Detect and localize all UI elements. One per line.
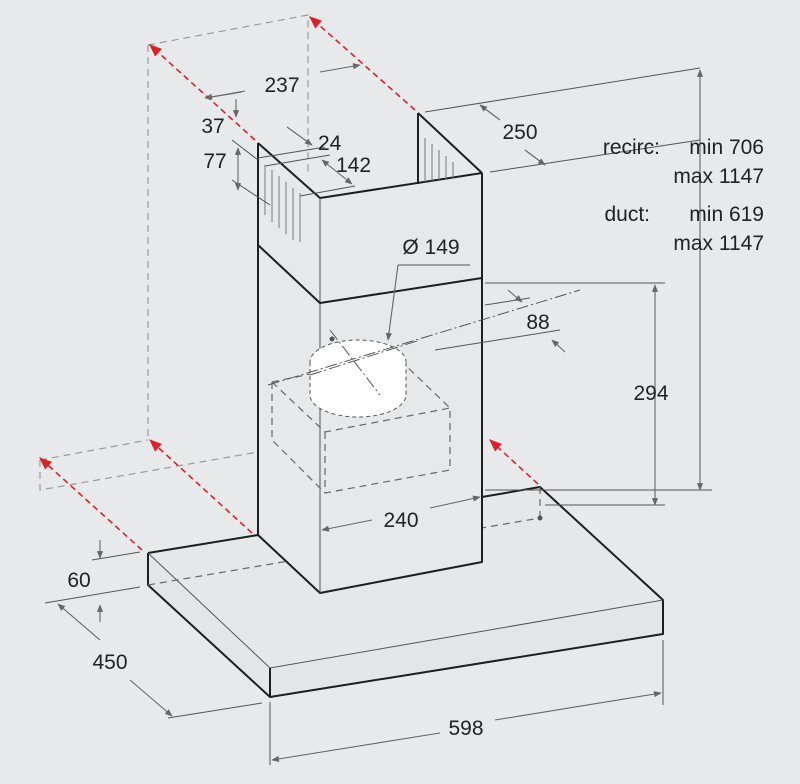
duct-max: max 1147 xyxy=(673,232,764,255)
label-77: 77 xyxy=(203,150,226,173)
label-598: 598 xyxy=(448,717,483,740)
dimension-lines xyxy=(44,63,712,765)
label-outlet-diameter: Ø 149 xyxy=(402,236,459,259)
recirc-label: recirc: xyxy=(603,136,660,159)
duct-label: duct: xyxy=(604,203,650,226)
label-37: 37 xyxy=(201,115,224,138)
installation-arrows xyxy=(39,16,539,551)
label-24: 24 xyxy=(318,132,342,155)
label-450: 450 xyxy=(92,651,127,674)
vent-grille-left xyxy=(264,165,301,242)
label-60: 60 xyxy=(67,569,90,592)
label-142: 142 xyxy=(336,154,371,177)
motor-unit-hidden xyxy=(267,289,581,494)
label-88: 88 xyxy=(526,311,549,334)
dimension-labels: 237 37 24 77 142 250 Ø 149 88 294 240 60… xyxy=(67,74,764,740)
label-294: 294 xyxy=(633,382,668,405)
label-250: 250 xyxy=(502,121,537,144)
recirc-min: min 706 xyxy=(689,136,764,159)
duct-min: min 619 xyxy=(689,203,764,226)
recirc-max: max 1147 xyxy=(673,165,764,188)
vent-grille-right xyxy=(424,138,454,182)
label-240: 240 xyxy=(383,509,418,532)
wall-outline xyxy=(39,14,309,491)
label-237: 237 xyxy=(264,74,299,97)
